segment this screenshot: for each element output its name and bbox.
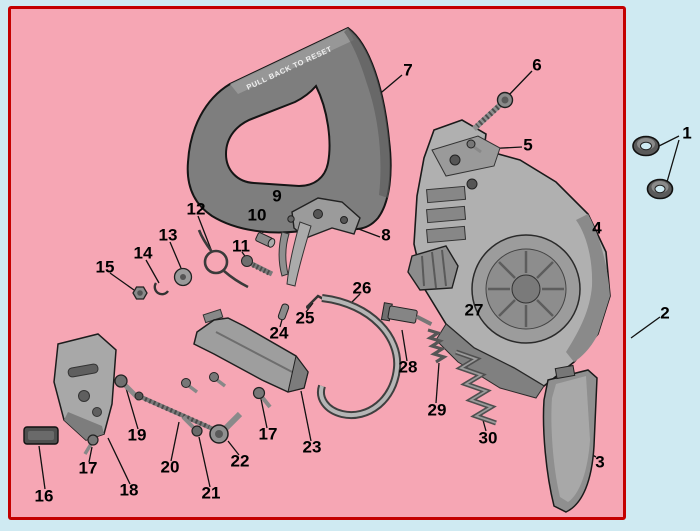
part-label-18: 18 bbox=[119, 480, 139, 500]
part-24-pin bbox=[277, 303, 290, 321]
part-label-6: 6 bbox=[532, 55, 542, 75]
part-8-lever-assembly bbox=[278, 197, 361, 287]
part-15-nut bbox=[132, 286, 148, 300]
fan-ribs bbox=[488, 251, 564, 327]
part-label-19: 19 bbox=[127, 425, 147, 445]
part-21-screw bbox=[181, 415, 203, 437]
part-label-12: 12 bbox=[186, 199, 206, 219]
part-27-pad-block bbox=[407, 245, 459, 291]
part-label-25: 25 bbox=[295, 308, 315, 328]
part-label-1: 1 bbox=[682, 123, 692, 143]
part-13-washer bbox=[173, 267, 193, 287]
part-17-screw-left bbox=[83, 434, 99, 455]
part-28-adjuster bbox=[380, 302, 433, 326]
part-label-22: 22 bbox=[230, 451, 250, 471]
part-3-cover-strip bbox=[542, 364, 598, 513]
part-10-bushing bbox=[255, 232, 276, 248]
part-label-28: 28 bbox=[398, 357, 418, 377]
part-29-small-spring bbox=[426, 328, 448, 364]
part-22-knob-bolt bbox=[209, 411, 243, 444]
part-9-pivot-clip bbox=[287, 215, 295, 223]
part-30-coil-spring bbox=[455, 349, 497, 426]
part-label-29: 29 bbox=[427, 400, 447, 420]
part-7-hand-guard: PULL BACK TO RESET bbox=[186, 26, 392, 234]
part-17-screw-right bbox=[252, 386, 272, 409]
part-label-11: 11 bbox=[232, 236, 250, 256]
part-14-c-clip bbox=[153, 282, 169, 296]
fastener-screws bbox=[181, 372, 227, 394]
part-label-30: 30 bbox=[478, 428, 498, 448]
part-label-24: 24 bbox=[269, 323, 289, 343]
part-5-screw bbox=[466, 139, 482, 154]
part-label-26: 26 bbox=[352, 278, 372, 298]
part-label-20: 20 bbox=[160, 457, 180, 477]
part-11-screw bbox=[241, 255, 274, 277]
part-label-5: 5 bbox=[523, 135, 533, 155]
part-23-brake-arm bbox=[193, 308, 309, 393]
part-label-27: 27 bbox=[464, 300, 484, 320]
part-1-washers bbox=[632, 135, 674, 200]
part-26-brake-band bbox=[317, 294, 402, 420]
part-label-13: 13 bbox=[158, 225, 178, 245]
part-label-2: 2 bbox=[660, 303, 670, 323]
part-16-bumper-block bbox=[23, 426, 59, 445]
part-label-3: 3 bbox=[595, 452, 605, 472]
part-label-17-right: 17 bbox=[258, 424, 278, 444]
part-12-torsion-spring bbox=[197, 229, 249, 289]
part-label-4: 4 bbox=[592, 218, 602, 238]
part-18-side-plate bbox=[53, 333, 117, 441]
part-4-brake-housing bbox=[413, 119, 611, 399]
part-label-14: 14 bbox=[133, 243, 153, 263]
part-label-8: 8 bbox=[381, 225, 391, 245]
part-label-17-left: 17 bbox=[78, 458, 98, 478]
part-label-23: 23 bbox=[302, 437, 322, 457]
part-20-long-stud bbox=[134, 391, 214, 432]
part-6-bolt bbox=[472, 91, 514, 132]
part-label-21: 21 bbox=[201, 483, 221, 503]
part-label-9: 9 bbox=[272, 186, 282, 206]
part-label-7: 7 bbox=[403, 60, 413, 80]
part-label-15: 15 bbox=[95, 257, 115, 277]
part-label-16: 16 bbox=[34, 486, 54, 506]
part-label-10: 10 bbox=[247, 205, 267, 225]
